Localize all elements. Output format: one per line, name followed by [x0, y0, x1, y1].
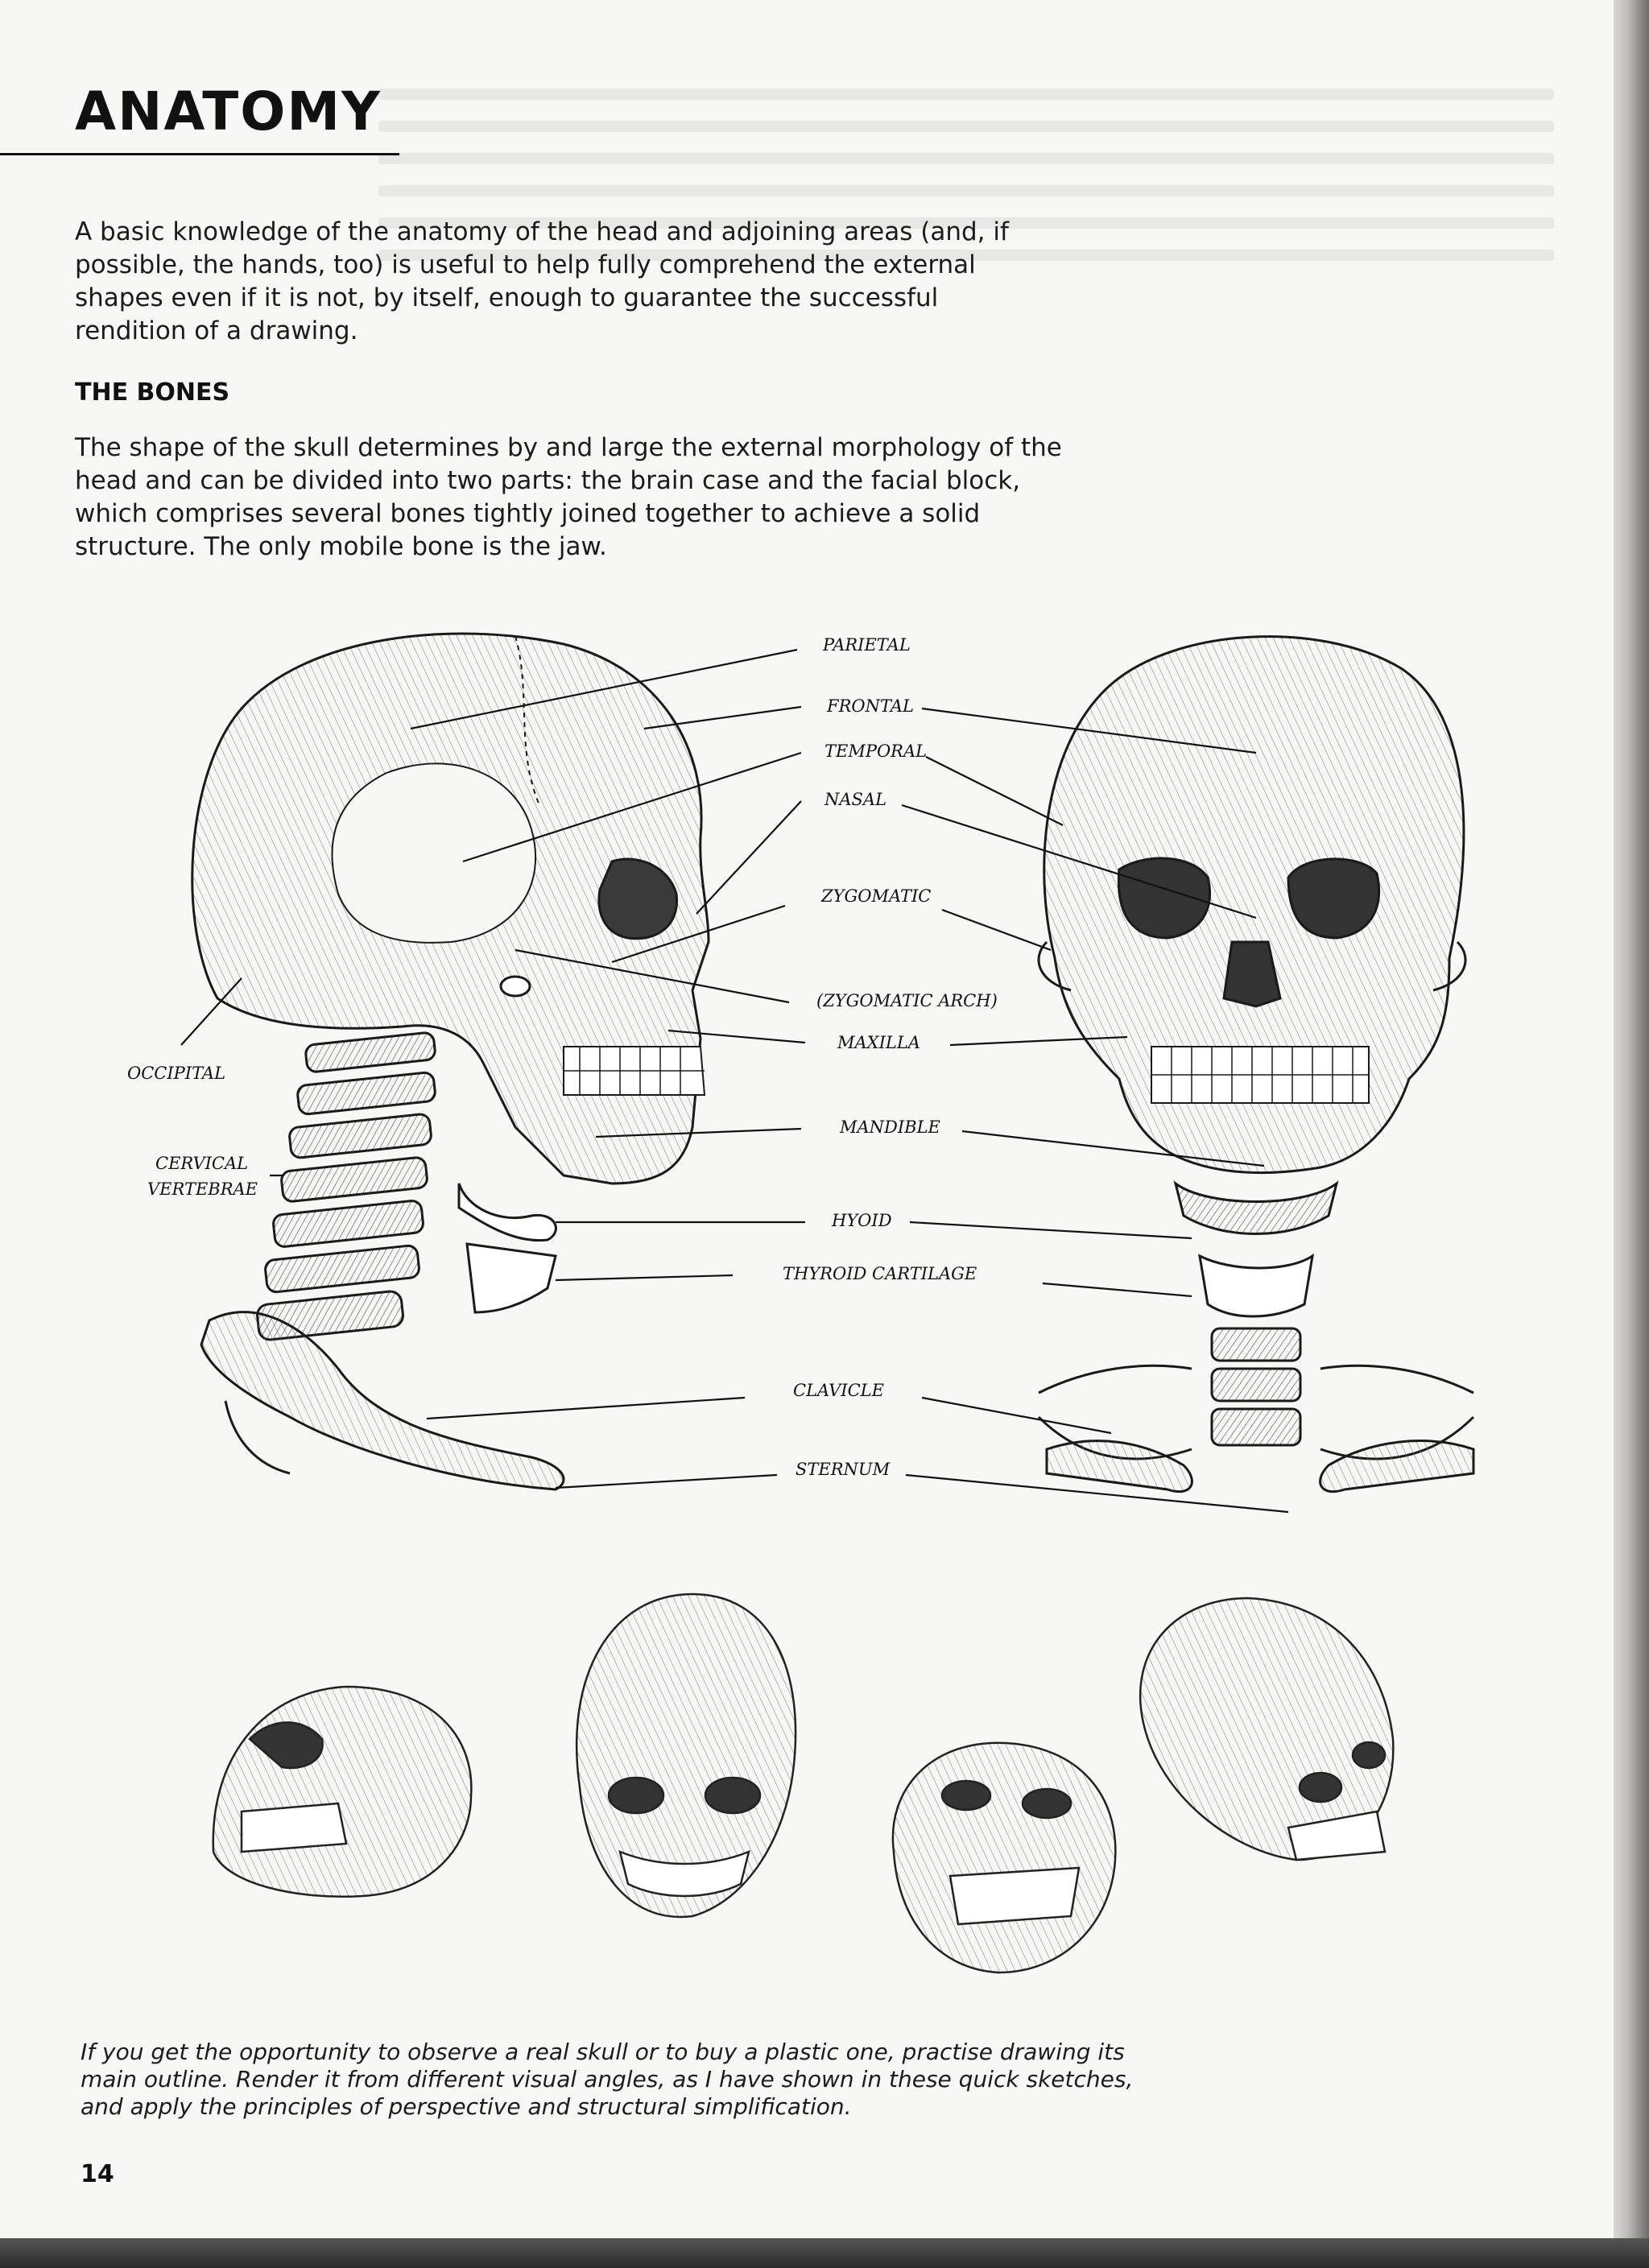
section-heading: THE BONES	[75, 378, 230, 407]
label-mandible: MANDIBLE	[839, 1117, 940, 1137]
cervical-vertebrae-drawing	[256, 1031, 436, 1341]
front-skull-drawing	[1037, 635, 1467, 1175]
bones-paragraph: The shape of the skull determines by and…	[75, 433, 1062, 561]
skull-sketch-2	[576, 1593, 797, 1919]
label-hyoid: HYOID	[831, 1211, 892, 1230]
skull-sketch-4	[1139, 1597, 1395, 1861]
label-cervical: CERVICAL	[155, 1154, 248, 1173]
title-underline	[0, 153, 399, 155]
skull-sketch-3	[891, 1741, 1117, 1974]
side-skull-drawing	[191, 632, 710, 1185]
label-zygomatic: ZYGOMATIC	[820, 886, 931, 906]
page-edge-shadow	[1614, 0, 1649, 2268]
skull-sketch-1	[212, 1685, 473, 1898]
intro-paragraph: A basic knowledge of the anatomy of the …	[75, 217, 1009, 345]
label-sternum: STERNUM	[796, 1460, 891, 1479]
sketch-caption: If you get the opportunity to observe a …	[81, 2039, 1134, 2120]
skull-illustration: PARIETAL FRONTAL TEMPORAL NASAL ZYGOMATI…	[127, 632, 1475, 1974]
label-maxilla: MAXILLA	[837, 1033, 920, 1052]
label-leader-lines	[180, 648, 1289, 1514]
page-number: 14	[81, 2160, 114, 2188]
front-neck-drawing	[1037, 1180, 1475, 1493]
book-page: ANATOMY A basic knowledge of the anatomy…	[0, 0, 1614, 2238]
label-clavicle: CLAVICLE	[793, 1381, 884, 1400]
label-parietal: PARIETAL	[822, 635, 911, 655]
page-title: ANATOMY	[75, 81, 382, 143]
label-vertebrae: VERTEBRAE	[147, 1179, 258, 1199]
label-thyroid-cartilage: THYROID CARTILAGE	[783, 1264, 977, 1283]
label-zygomatic-arch: (ZYGOMATIC ARCH)	[816, 991, 998, 1010]
side-neck-bones-drawing	[200, 1183, 565, 1491]
label-frontal: FRONTAL	[826, 696, 914, 716]
show-through-text	[378, 89, 1554, 282]
label-temporal: TEMPORAL	[824, 742, 927, 761]
scanner-bottom-edge	[0, 2238, 1649, 2268]
label-occipital: OCCIPITAL	[127, 1064, 225, 1083]
label-nasal: NASAL	[824, 790, 886, 809]
